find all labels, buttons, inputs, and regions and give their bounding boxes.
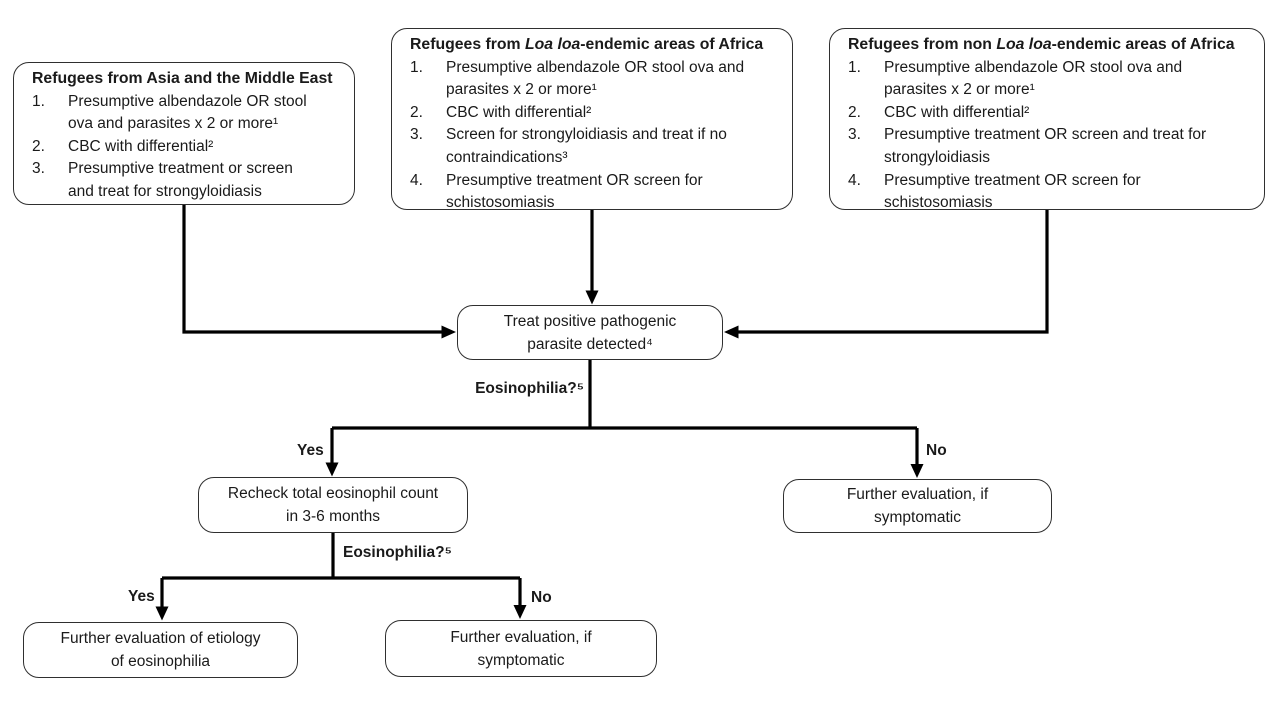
title-segment-italic: Loa loa — [525, 36, 581, 53]
label-eosinophilia-1: Eosinophilia?⁵ — [475, 380, 584, 397]
label-branch2-yes: Yes — [128, 588, 155, 605]
title-segment-italic: Loa loa — [996, 36, 1052, 53]
protocol-step-item: Presumptive treatment or screen and trea… — [32, 158, 293, 200]
node-refugees-non-loa-endemic: Refugees from non Loa loa-endemic areas … — [829, 28, 1265, 211]
protocol-steps-list: Presumptive albendazole OR stool ova and… — [848, 57, 1252, 215]
title-segment: Refugees from Asia and the Middle East — [32, 70, 333, 87]
label-branch1-yes: Yes — [297, 442, 324, 459]
title-segment: Refugees from non — [848, 36, 997, 53]
title-segment: Refugees from — [410, 36, 525, 53]
protocol-steps-list: Presumptive albendazole OR stool ova and… — [32, 91, 342, 204]
protocol-step-item: Presumptive albendazole OR stool ova and… — [32, 91, 307, 133]
protocol-step-item: CBC with differential² — [32, 136, 214, 158]
protocol-step-item: Screen for strongyloidiasis and treat if… — [410, 124, 727, 166]
node-further-evaluation-symptomatic: Further evaluation, if symptomatic — [783, 479, 1052, 533]
node-refugees-loa-endemic: Refugees from Loa loa-endemic areas of A… — [391, 28, 793, 211]
node-recheck-eosinophil-count: Recheck total eosinophil count in 3-6 mo… — [198, 477, 468, 533]
label-branch1-no: No — [926, 442, 947, 459]
connector-nonloa-to-treat — [724, 210, 1049, 339]
protocol-step-item: CBC with differential² — [410, 102, 592, 124]
connector-asia-to-treat — [182, 205, 456, 339]
node-treat-positive-parasite: Treat positive pathogenic parasite detec… — [457, 305, 723, 360]
protocol-step-item: CBC with differential² — [848, 102, 1030, 124]
node-further-evaluation-symptomatic-2: Further evaluation, if symptomatic — [385, 620, 657, 677]
connector-eosinophilia-branch-2 — [155, 533, 527, 621]
node-title: Refugees from Asia and the Middle East — [32, 68, 342, 91]
protocol-step-item: Presumptive albendazole OR stool ova and… — [848, 57, 1183, 99]
protocol-step-item: Presumptive albendazole OR stool ova and… — [410, 57, 745, 99]
node-title: Refugees from non Loa loa-endemic areas … — [848, 34, 1252, 57]
title-segment: -endemic areas of Africa — [580, 36, 764, 53]
label-eosinophilia-2: Eosinophilia?⁵ — [343, 544, 452, 561]
node-further-evaluation-etiology: Further evaluation of etiology of eosino… — [23, 622, 298, 678]
connector-eosinophilia-branch-1 — [325, 360, 924, 478]
protocol-step-item: Presumptive treatment OR screen for schi… — [410, 170, 703, 212]
node-refugees-asia-middle-east: Refugees from Asia and the Middle East P… — [13, 62, 355, 205]
protocol-step-item: Presumptive treatment OR screen for schi… — [848, 170, 1141, 212]
protocol-step-item: Presumptive treatment OR screen and trea… — [848, 124, 1207, 166]
label-branch2-no: No — [531, 589, 552, 606]
title-segment: -endemic areas of Africa — [1051, 36, 1235, 53]
protocol-steps-list: Presumptive albendazole OR stool ova and… — [410, 57, 780, 215]
node-title: Refugees from Loa loa-endemic areas of A… — [410, 34, 780, 57]
connector-loa-to-treat — [585, 210, 599, 305]
